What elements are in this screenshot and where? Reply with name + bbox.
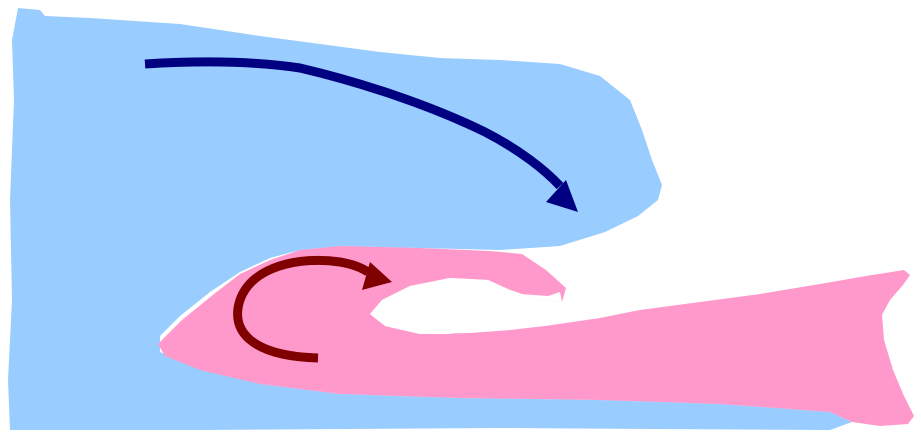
flow-diagram [0,0,921,432]
diagram-canvas [0,0,921,432]
